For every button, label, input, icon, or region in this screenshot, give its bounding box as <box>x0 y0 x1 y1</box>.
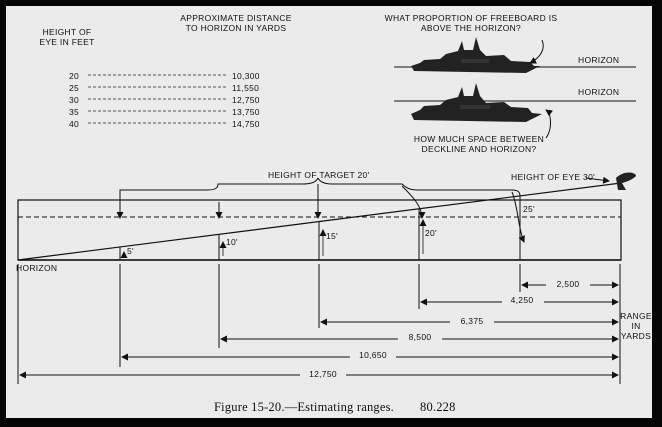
row-height: 25 <box>69 83 80 93</box>
diagram-horizon-label: HORIZON <box>16 263 58 273</box>
row-height: 30 <box>69 95 80 105</box>
figure-caption: Figure 15-20.—Estimating ranges. <box>214 400 394 414</box>
row-height: 35 <box>69 107 80 117</box>
row-distance: 14,750 <box>232 119 260 129</box>
question-deckline: HOW MUCH SPACE BETWEEN DECKLINE AND HORI… <box>413 134 545 154</box>
height-arrowheads <box>120 219 427 258</box>
row-height: 20 <box>69 71 80 81</box>
range-unit-label: RANGE IN YARDS <box>620 311 652 341</box>
horizon-label-bottom-ship: HORIZON <box>578 87 620 97</box>
row-height: 40 <box>69 119 80 129</box>
figure-number: 80.228 <box>420 400 456 414</box>
diagram-svg <box>17 37 636 384</box>
range-label: 10,650 <box>359 350 387 360</box>
freeboard-arrow <box>529 39 544 64</box>
table-leaders <box>88 74 226 124</box>
range-label: 8,500 <box>408 332 432 342</box>
height-label: 5' <box>127 246 134 256</box>
horizon-label-top-ship: HORIZON <box>578 55 620 65</box>
range-label: 12,750 <box>309 369 337 379</box>
ship-silhouette-bottom <box>394 83 636 122</box>
height-of-eye-label: HEIGHT OF EYE 30' <box>511 172 596 182</box>
range-label: 4,250 <box>510 295 534 305</box>
height-label: 25' <box>523 204 535 214</box>
figure-page: HEIGHT OF EYE IN FEET APPROXIMATE DISTAN… <box>6 6 652 418</box>
range-arrows <box>19 281 619 379</box>
ship-silhouette-top <box>394 37 636 73</box>
table-header-height: HEIGHT OF EYE IN FEET <box>39 27 95 47</box>
range-label: 6,375 <box>460 316 484 326</box>
row-distance: 12,750 <box>232 95 260 105</box>
deckline-arrow <box>545 109 553 139</box>
row-distance: 11,550 <box>232 83 260 93</box>
height-label: 15' <box>326 231 338 241</box>
range-label: 2,500 <box>556 279 580 289</box>
target-brace <box>116 177 525 243</box>
row-distance: 13,750 <box>232 107 260 117</box>
question-freeboard: WHAT PROPORTION OF FREEBOARD IS ABOVE TH… <box>384 13 558 33</box>
range-lines <box>17 264 621 384</box>
eye-icon <box>585 172 636 190</box>
height-label: 10' <box>226 237 238 247</box>
table-header-distance: APPROXIMATE DISTANCE TO HORIZON IN YARDS <box>180 13 292 33</box>
row-distance: 10,300 <box>232 71 260 81</box>
height-markers <box>119 196 521 260</box>
height-label: 20' <box>425 228 437 238</box>
height-of-target-label: HEIGHT OF TARGET 20' <box>268 170 370 180</box>
